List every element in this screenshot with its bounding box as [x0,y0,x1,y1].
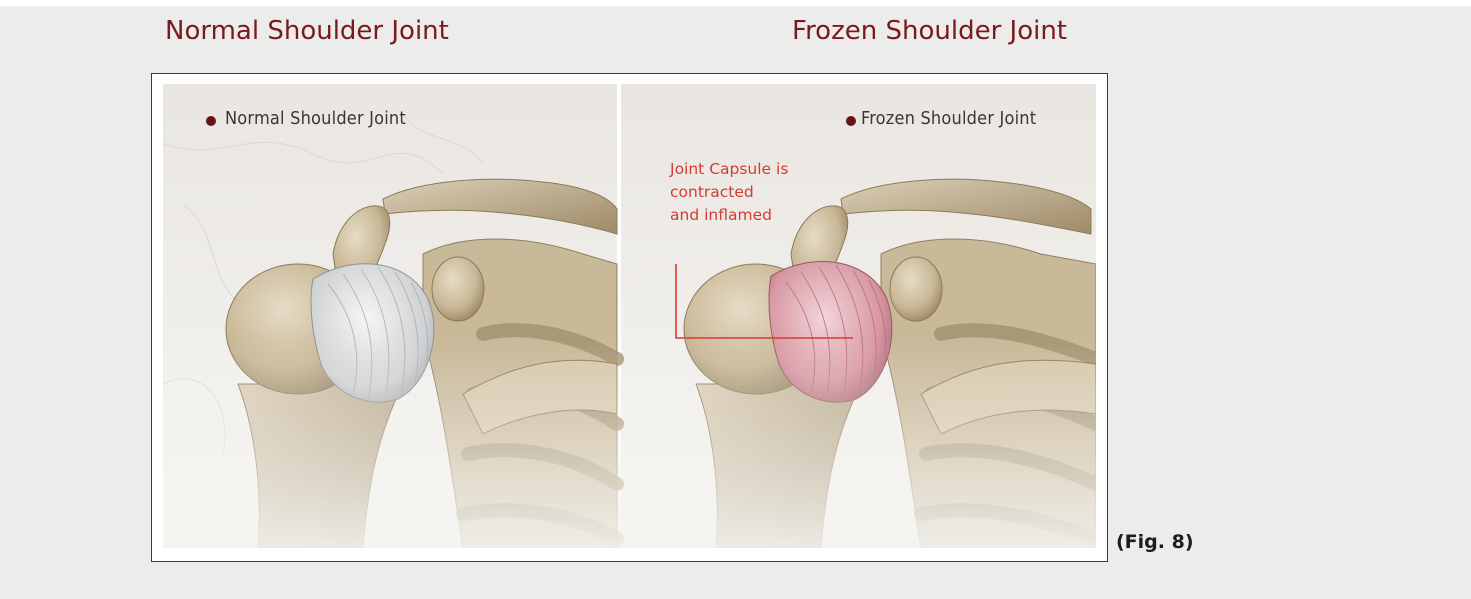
figure-frame: Normal Shoulder Joint Frozen Shoulder Jo… [151,73,1108,562]
figure-caption: (Fig. 8) [1116,531,1194,553]
shoulder-illustration: Normal Shoulder Joint Frozen Shoulder Jo… [163,84,1096,548]
heading-frozen-shoulder: Frozen Shoulder Joint [792,16,1067,46]
top-border [0,0,1471,6]
bullet-dot [846,116,856,126]
annotation-joint-capsule: Joint Capsule is contracted and inflamed [670,158,830,227]
heading-normal-shoulder: Normal Shoulder Joint [165,16,449,46]
shoulder-joint-illustration [163,84,1096,548]
annotation-line: Joint Capsule is [670,158,830,181]
bullet-dot [206,116,216,126]
annotation-line: and inflamed [670,204,830,227]
panel-label-normal: Normal Shoulder Joint [225,108,406,129]
annotation-line: contracted [670,181,830,204]
panel-label-frozen: Frozen Shoulder Joint [861,108,1036,129]
